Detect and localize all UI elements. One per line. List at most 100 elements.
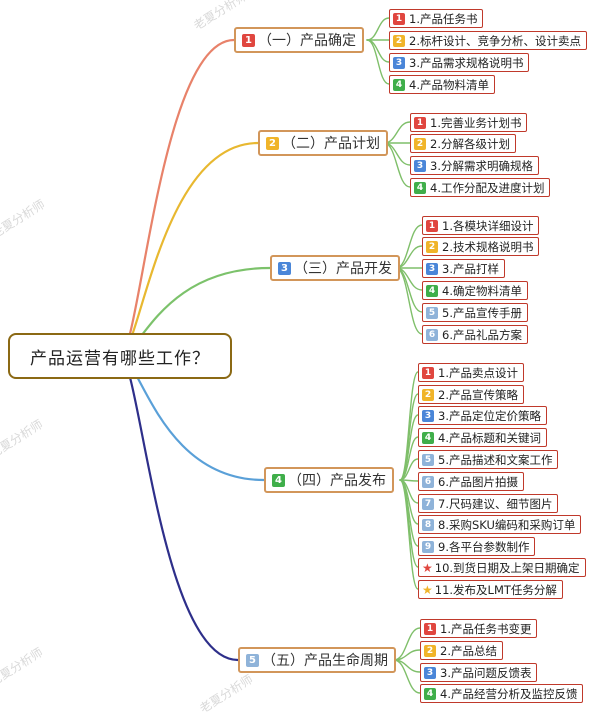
leaf-connector: [366, 17, 390, 41]
leaf-label: 4.产品经营分析及监控反馈: [440, 686, 578, 701]
leaf-node[interactable]: 1 1.各模块详细设计: [422, 216, 540, 235]
priority-1-icon: 1: [422, 366, 434, 379]
leaf-node[interactable]: 6 6.产品礼品方案: [422, 325, 528, 344]
leaf-connector: [399, 436, 419, 481]
leaf-node[interactable]: 2 2.分解各级计划: [410, 134, 516, 153]
leaf-label: 9.各平台参数制作: [438, 539, 530, 554]
star-icon: ★: [422, 582, 433, 597]
priority-9-icon: 9: [422, 540, 434, 553]
leaf-label: 3.产品定位定价策略: [438, 408, 541, 423]
leaf-label: 4.产品物料清单: [409, 77, 489, 92]
leaf-label: 3.分解需求明确规格: [430, 158, 533, 173]
leaf-connector: [399, 393, 419, 481]
leaf-label: 1.产品任务书变更: [440, 621, 532, 636]
priority-6-icon: 6: [422, 475, 434, 488]
priority-3-icon: 3: [278, 261, 291, 275]
leaf-label: 8.采购SKU编码和采购订单: [438, 517, 576, 532]
branch-node[interactable]: 2（二）产品计划: [258, 130, 388, 156]
leaf-connector: [399, 371, 419, 481]
leaf-node[interactable]: 1 1.产品任务书变更: [420, 619, 538, 638]
branch-connector: [118, 141, 260, 358]
leaf-node[interactable]: 4 4.确定物料清单: [422, 281, 528, 300]
leaf-node[interactable]: 8 8.采购SKU编码和采购订单: [418, 515, 582, 534]
priority-2-icon: 2: [266, 136, 279, 150]
leaf-label: 10.到货日期及上架日期确定: [434, 560, 580, 575]
leaf-node[interactable]: 6 6.产品图片拍摄: [418, 472, 524, 491]
priority-3-icon: 3: [422, 409, 434, 422]
branch-node[interactable]: 4（四）产品发布: [264, 467, 394, 493]
leaf-node[interactable]: 3 3.产品问题反馈表: [420, 663, 538, 682]
leaf-node[interactable]: 5 5.产品宣传手册: [422, 303, 528, 322]
priority-4-icon: 4: [414, 181, 426, 194]
leaf-node[interactable]: 2 2.标杆设计、竞争分析、设计卖点: [389, 31, 587, 50]
priority-6-icon: 6: [426, 328, 438, 341]
priority-1-icon: 1: [426, 219, 438, 232]
priority-2-icon: 2: [393, 34, 405, 47]
priority-3-icon: 3: [424, 666, 436, 679]
leaf-node[interactable]: 3 3.产品定位定价策略: [418, 406, 547, 425]
leaf-label: 7.尺码建议、细节图片: [438, 496, 553, 511]
priority-5-icon: 5: [422, 453, 434, 466]
leaf-label: 1.完善业务计划书: [430, 115, 522, 130]
priority-2-icon: 2: [414, 137, 426, 150]
priority-1-icon: 1: [242, 33, 255, 47]
leaf-connector: [399, 479, 419, 590]
branch-label: （五）产品生命周期: [262, 653, 388, 669]
leaf-node[interactable]: 9 9.各平台参数制作: [418, 537, 536, 556]
root-topic[interactable]: 产品运营有哪些工作？: [8, 333, 232, 379]
priority-5-icon: 5: [426, 306, 438, 319]
priority-2-icon: 2: [426, 240, 438, 253]
branch-node[interactable]: 3（三）产品开发: [270, 255, 400, 281]
priority-7-icon: 7: [422, 497, 434, 510]
leaf-node[interactable]: 1 1.完善业务计划书: [410, 113, 528, 132]
branch-node[interactable]: 1（一）产品确定: [234, 27, 364, 53]
priority-3-icon: 3: [426, 262, 438, 275]
leaf-node[interactable]: ★11.发布及LMT任务分解: [418, 580, 563, 599]
leaf-label: 2.分解各级计划: [430, 136, 510, 151]
leaf-label: 2.标杆设计、竞争分析、设计卖点: [409, 33, 581, 48]
priority-1-icon: 1: [393, 12, 405, 25]
leaf-node[interactable]: 5 5.产品描述和文案工作: [418, 450, 559, 469]
branch-connector: [118, 38, 236, 358]
leaf-node[interactable]: 3 3.分解需求明确规格: [410, 156, 539, 175]
leaf-node[interactable]: ★10.到货日期及上架日期确定: [418, 558, 586, 577]
leaf-node[interactable]: 3 3.产品打样: [422, 259, 505, 278]
priority-1-icon: 1: [424, 622, 436, 635]
branch-node[interactable]: 5（五）产品生命周期: [238, 647, 396, 673]
leaf-label: 3.产品问题反馈表: [440, 665, 532, 680]
priority-3-icon: 3: [393, 56, 405, 69]
branch-label: （四）产品发布: [288, 473, 386, 489]
leaf-label: 2.产品总结: [440, 643, 497, 658]
leaf-node[interactable]: 7 7.尺码建议、细节图片: [418, 494, 559, 513]
priority-5-icon: 5: [246, 653, 259, 667]
leaf-label: 5.产品描述和文案工作: [438, 452, 553, 467]
leaf-label: 11.发布及LMT任务分解: [434, 582, 557, 597]
priority-1-icon: 1: [414, 116, 426, 129]
leaf-connector: [393, 659, 421, 694]
priority-4-icon: 4: [393, 78, 405, 91]
branch-label: （三）产品开发: [294, 261, 392, 277]
priority-4-icon: 4: [426, 284, 438, 297]
leaf-label: 5.产品宣传手册: [442, 305, 522, 320]
leaf-label: 3.产品打样: [442, 261, 499, 276]
leaf-label: 1.各模块详细设计: [442, 218, 534, 233]
leaf-connector: [366, 39, 390, 85]
leaf-label: 6.产品图片拍摄: [438, 474, 518, 489]
leaf-label: 4.确定物料清单: [442, 283, 522, 298]
leaf-label: 6.产品礼品方案: [442, 327, 522, 342]
leaf-node[interactable]: 1 1.产品卖点设计: [418, 363, 524, 382]
leaf-node[interactable]: 4 4.产品物料清单: [389, 75, 495, 94]
leaf-label: 1.产品卖点设计: [438, 365, 518, 380]
branch-label: （二）产品计划: [282, 136, 380, 152]
branch-connector: [118, 354, 240, 662]
priority-3-icon: 3: [414, 159, 426, 172]
priority-8-icon: 8: [422, 518, 434, 531]
